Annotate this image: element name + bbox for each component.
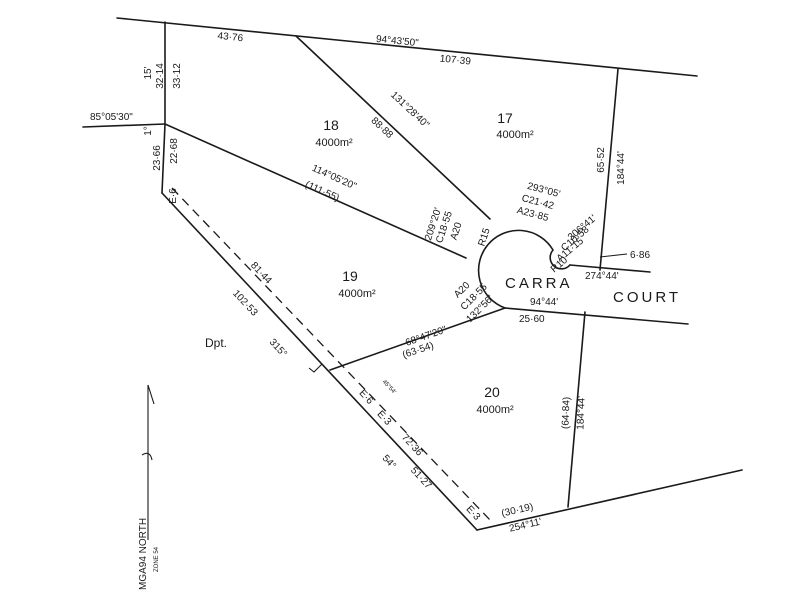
boundary-top	[116, 17, 698, 77]
dim-left-15: 15'	[143, 66, 154, 79]
boundary-bottom	[476, 469, 743, 531]
road-name-carra: CARRA	[505, 275, 573, 292]
dim-b54: 54°	[380, 453, 398, 472]
tick-6-86	[599, 253, 628, 258]
dim-left-33-12: 33·12	[172, 63, 183, 89]
dim-e3-b: E·3	[463, 504, 482, 523]
court-south-edge	[504, 307, 689, 325]
dim-30-19: (30·19)	[500, 502, 534, 520]
line-lot18-17	[295, 35, 491, 220]
dim-b254: 254°11'	[508, 516, 543, 534]
line-lot18-19	[164, 123, 467, 259]
dim-b184-20: 184°44'	[575, 396, 587, 430]
dim-top-43-76: 43·76	[217, 31, 244, 45]
dim-diag18-dist: 88·88	[369, 115, 396, 141]
dim-e6-top: E·6	[168, 188, 179, 204]
dim-r15: R15	[477, 226, 493, 247]
lot-19-number: 19	[342, 268, 358, 284]
easement-hook	[308, 363, 323, 373]
dim-left-32-14: 32·14	[155, 63, 166, 89]
dim-b315: 315°	[267, 337, 289, 360]
dim-72-36: 72·36	[399, 432, 425, 459]
dim-sw-81-44: 81·44	[248, 260, 274, 287]
cul-de-sac-bulb	[477, 229, 571, 309]
lot-20-area: 4000m²	[476, 404, 514, 416]
lot-19-area: 4000m²	[338, 288, 376, 300]
dim-e3-a: E·3	[374, 409, 393, 428]
dim-a20a: A20	[449, 221, 465, 242]
north-arrow-mark	[141, 452, 153, 461]
dim-6-86: 6·86	[630, 250, 650, 261]
north-label: MGA94 NORTH	[138, 518, 149, 590]
depot-label: Dpt.	[205, 336, 227, 350]
line-lot17-east	[599, 68, 619, 271]
lot-18-area: 4000m²	[315, 137, 353, 149]
dim-b274: 274°44'	[585, 271, 619, 282]
dim-left-1deg: 1°	[143, 126, 154, 136]
lot-18-number: 18	[323, 117, 339, 133]
dim-diag18-bearing: 131°28'40"	[388, 90, 431, 131]
dim-left-bearing: 85°05'30"	[90, 112, 133, 123]
dim-25-60: 25·60	[519, 314, 545, 325]
lot-17-number: 17	[497, 110, 513, 126]
easement-line	[171, 187, 491, 521]
road-name-court: COURT	[613, 289, 681, 306]
dim-left-22-68: 22·68	[169, 138, 180, 164]
line-lot20-east	[567, 311, 586, 508]
line-lot19-20	[329, 307, 506, 371]
dim-e17-184: 184°44'	[616, 151, 627, 185]
dim-left-23-66: 23·66	[152, 145, 163, 171]
zone-label: ZONE 54	[154, 546, 160, 572]
boundary-southwest	[161, 192, 478, 531]
north-arrow-head	[147, 384, 155, 405]
dim-small-note: 45°54'	[381, 379, 397, 395]
dim-top-bearing: 94°43'50"	[375, 34, 419, 49]
dim-top-107-39: 107·39	[439, 53, 472, 67]
dim-e17-65-52: 65·52	[596, 147, 607, 173]
court-north-edge	[569, 264, 651, 273]
lot-17-area: 4000m²	[496, 129, 534, 141]
dim-b94-44: 94°44'	[530, 297, 558, 308]
dim-51-27: 51·27	[408, 465, 434, 492]
boundary-left-lower	[161, 123, 166, 194]
dim-64-84: (64·84)	[560, 397, 572, 430]
road-reserve-line	[82, 123, 166, 128]
lot-20-number: 20	[484, 384, 500, 400]
